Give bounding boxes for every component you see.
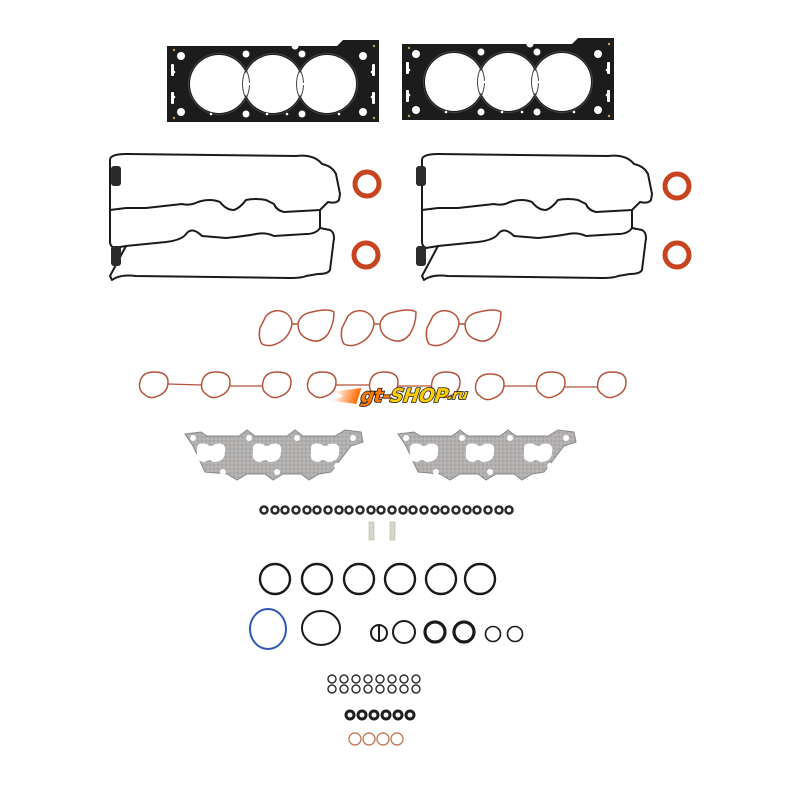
- blue-o-ring: [249, 608, 287, 650]
- head-gasket-right: [401, 37, 615, 121]
- copper-washers: [348, 732, 404, 746]
- dowel-pins: [368, 521, 396, 541]
- lower-intake-gasket-strip: [138, 371, 627, 401]
- upper-intake-gasket-1: [258, 309, 335, 347]
- valve-stem-seals: [259, 505, 514, 515]
- head-gasket-left: [166, 39, 380, 123]
- large-o-rings: [258, 562, 497, 596]
- o-ring-medium: [301, 610, 341, 646]
- upper-intake-gasket-3: [425, 309, 502, 347]
- exhaust-gasket-right: [397, 429, 577, 481]
- upper-intake-gasket-2: [340, 309, 417, 347]
- thick-o-rings: [344, 709, 416, 721]
- valve-cover-gasket-left: [109, 153, 341, 281]
- exhaust-gasket-left: [184, 429, 364, 481]
- small-o-ring-rows: [327, 674, 421, 694]
- small-o-rings: [370, 620, 524, 644]
- watermark-text-shop: SHOP: [386, 384, 452, 408]
- watermark-logo: gt- SHOP .ru: [329, 383, 471, 409]
- valve-cover-gasket-right: [421, 153, 653, 281]
- camshaft-seals: [351, 169, 692, 270]
- speed-lines-icon: [330, 388, 361, 404]
